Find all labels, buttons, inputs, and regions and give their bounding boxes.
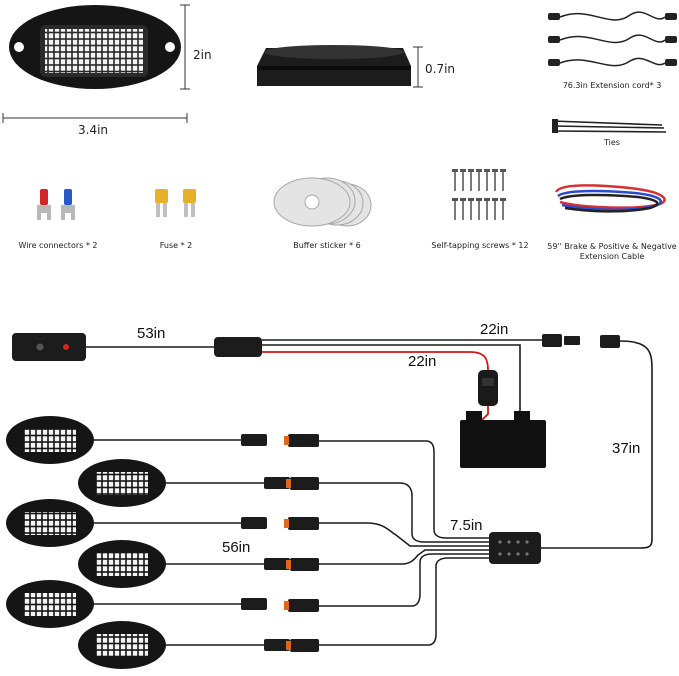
red-wire (262, 351, 489, 425)
brake-cable-icon (554, 184, 666, 213)
pod-2 (78, 459, 166, 507)
pod-side-view (257, 45, 411, 86)
battery-minus: - (517, 430, 523, 450)
battery-icon (460, 411, 546, 468)
screws-label: Self-tapping screws * 12 (431, 241, 528, 250)
wire-connectors-label: Wire connectors * 2 (19, 241, 98, 250)
pod-cable-length: 56in (222, 539, 250, 556)
screws-icon (454, 171, 504, 220)
main-cable (86, 339, 653, 549)
base-height-label: 0.7in (425, 62, 455, 76)
cable-connector-right (600, 335, 620, 348)
buffer-sticker-label: Buffer sticker * 6 (293, 241, 360, 250)
buffer-sticker-icon (273, 177, 372, 227)
wire-connectors-icon (37, 189, 75, 220)
cable-connector-left-tip (564, 336, 580, 345)
junction-box (214, 337, 262, 357)
ties-icon (551, 119, 667, 133)
battery-label: DC 12V (482, 452, 524, 466)
pod-6 (78, 621, 166, 669)
extension-cord-icon (559, 11, 666, 67)
pod-width-dimension (2, 113, 188, 123)
inline-fuse-holder (478, 370, 498, 406)
fuse-label: Fuse * 2 (160, 241, 193, 250)
cable-connector-left (542, 334, 562, 347)
pod-1 (6, 416, 94, 464)
right-cable-length: 37in (612, 440, 640, 457)
extension-cord-label: 76.3in Extension cord* 3 (563, 81, 662, 90)
fuse-icon (155, 189, 196, 217)
pod-width-label: 3.4in (78, 123, 108, 137)
top-cable-length: 22in (480, 321, 508, 338)
brake-cable-label-2: Extension Cable (580, 252, 645, 261)
pod-height-dimension (180, 4, 190, 90)
switch-box (12, 333, 86, 361)
base-height-dimension (413, 46, 423, 88)
battery-plus: + (472, 430, 483, 450)
screw-heads (452, 169, 506, 201)
pod-height-label: 2in (193, 48, 212, 62)
splitter-cable-length: 7.5in (450, 517, 483, 534)
brake-cable-label-1: 59'' Brake & Positive & Negative (547, 242, 677, 251)
switch-cable-length: 53in (137, 325, 165, 342)
pod-4 (78, 540, 166, 588)
rock-light-pod-top-view (9, 5, 181, 89)
extension-cord-plugs (548, 13, 677, 66)
pod-3 (6, 499, 94, 547)
ties-label: Ties (603, 138, 620, 147)
splitter-hub (489, 532, 541, 564)
pod-cables (92, 439, 489, 646)
pod-5 (6, 580, 94, 628)
pod-connectors (241, 434, 319, 652)
red-cable-length: 22in (408, 353, 436, 370)
